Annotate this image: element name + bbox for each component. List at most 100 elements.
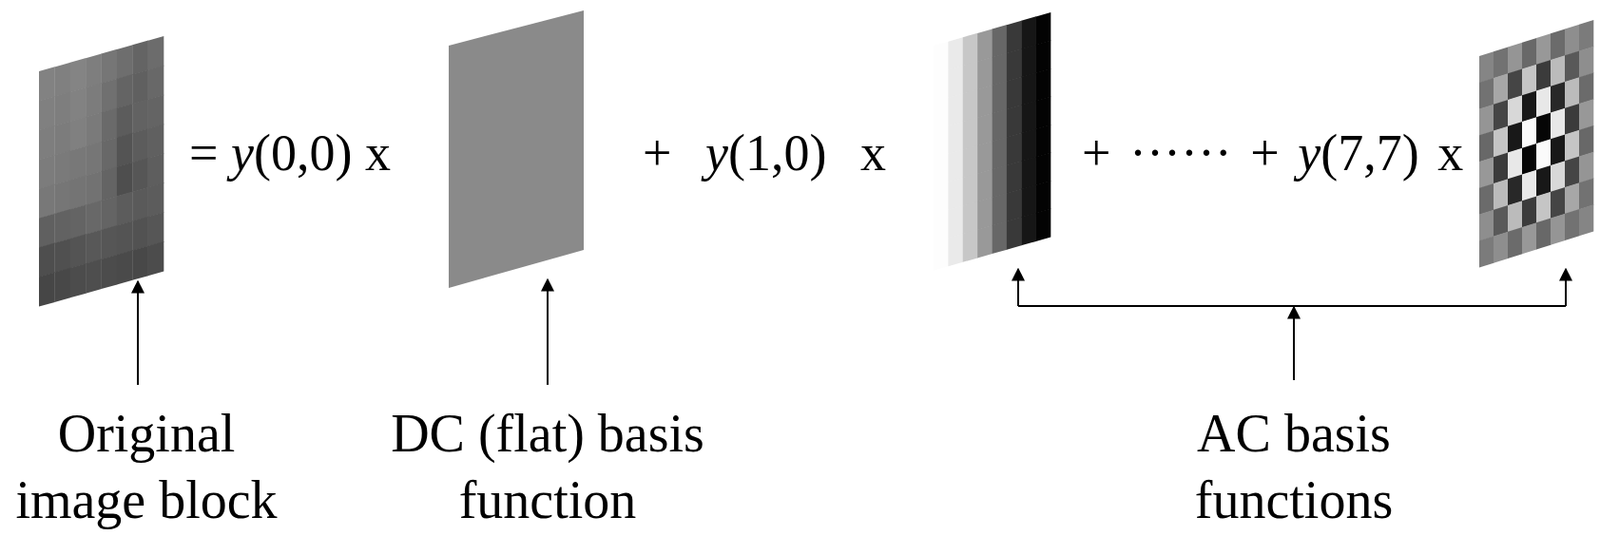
pixel-cell (1536, 138, 1551, 171)
pixel-cell (148, 182, 165, 217)
pixel-cell (85, 141, 102, 176)
pixel-cell (1021, 100, 1037, 135)
pixel-cell (947, 93, 964, 127)
pixel-cell (977, 169, 993, 203)
pixel-cell (116, 74, 134, 109)
pixel-cell (1036, 39, 1052, 74)
pixel-cell (947, 149, 964, 183)
pixel-cell (1522, 116, 1537, 149)
part-label: AC basis functions (1094, 400, 1494, 534)
pixel-cell (977, 196, 993, 231)
formula-part: y (231, 124, 254, 182)
pixel-cell (1006, 20, 1022, 55)
pixel-cell (992, 165, 1008, 199)
pixel-cell (963, 229, 979, 263)
pixel-cell (1536, 165, 1551, 197)
pixel-cell (1579, 98, 1594, 131)
bracket-line (1018, 305, 1566, 308)
formula-part: + (642, 124, 706, 182)
pixel-cell (1536, 192, 1551, 224)
pixel-cell (1536, 112, 1551, 144)
pixel-cell (1564, 24, 1580, 57)
pixel-cell (933, 41, 949, 76)
pixel-cell (54, 92, 71, 127)
pointer-arrow (1292, 307, 1295, 381)
pixel-cell (38, 243, 56, 278)
pixel-cell (947, 177, 964, 212)
formula-term: + ······ + y(7,7) x (1081, 122, 1464, 184)
pixel-cell (85, 112, 102, 147)
pixel-cell (38, 125, 56, 160)
pixel-cell (977, 57, 993, 91)
pixel-cell (38, 66, 56, 101)
pixel-cell (70, 57, 87, 93)
pixel-cell (132, 40, 149, 76)
pixel-cell (148, 36, 165, 71)
formula-part: (7,7) x (1320, 124, 1464, 182)
pixel-cell (1006, 104, 1022, 138)
pixel-cell (116, 133, 134, 168)
pixel-cell (1006, 77, 1022, 111)
pixel-cell (70, 204, 87, 239)
bracket-arrow (1017, 269, 1020, 307)
pixel-cell (38, 213, 56, 249)
pixel-cell (977, 113, 993, 147)
pixel-cell (1479, 130, 1494, 162)
pixel-cell (1550, 160, 1565, 193)
pixel-cell (1493, 205, 1508, 237)
pixel-cell (70, 146, 87, 181)
pixel-cell (148, 153, 165, 188)
pixel-cell (38, 271, 56, 307)
pixel-cell (1522, 170, 1537, 202)
pixel-cell (1536, 33, 1551, 65)
pixel-cell (1507, 121, 1523, 154)
pixel-cell (963, 89, 979, 123)
pixel-cell (132, 157, 149, 193)
pixel-cell (933, 210, 949, 244)
pixel-cell (1522, 222, 1537, 254)
pixel-cell (70, 87, 87, 122)
pixel-cell (1536, 217, 1551, 250)
formula-part: y (705, 124, 729, 182)
pixel-cell (963, 173, 979, 207)
pixel-cell (1006, 189, 1022, 223)
pixel-cell (1550, 28, 1565, 60)
pixel-cell (1479, 235, 1494, 268)
pixel-cell (1493, 126, 1508, 158)
formula-part: = (189, 124, 232, 182)
pixel-cell (1550, 213, 1565, 246)
pixel-cell (1006, 133, 1022, 167)
pixel-cell (85, 259, 102, 294)
pixel-cell (1036, 96, 1052, 130)
pixel-cell (54, 209, 71, 244)
pixel-cell (1536, 86, 1551, 118)
pixel-cell (1564, 50, 1580, 82)
pixel-cell (963, 33, 979, 67)
pixel-cell (54, 150, 71, 185)
pixel-cell (1493, 152, 1508, 184)
pixel-cell (992, 136, 1008, 171)
pixel-cell (116, 162, 134, 197)
pixel-cell (1522, 195, 1537, 228)
pixel-cell (1579, 19, 1594, 52)
original-image-block (38, 36, 164, 308)
pixel-cell (101, 195, 118, 231)
pixel-cell (1493, 178, 1508, 211)
pixel-cell (977, 28, 993, 62)
pixel-cell (1036, 152, 1052, 186)
pixel-cell (70, 175, 87, 211)
pixel-cell (1579, 125, 1594, 157)
pixel-cell (38, 96, 56, 131)
pixel-cell (85, 230, 102, 265)
pixel-cell (1006, 160, 1022, 194)
pixel-cell (1021, 156, 1037, 191)
pixel-cell (101, 108, 118, 143)
pixel-cell (1507, 173, 1523, 206)
pointer-arrow (546, 279, 549, 386)
pixel-cell (977, 140, 993, 174)
pixel-cell (1036, 180, 1052, 214)
pixel-cell (148, 124, 165, 159)
pixel-cell (54, 179, 71, 214)
pixel-cell (54, 268, 71, 303)
pixel-cell (1507, 200, 1523, 232)
